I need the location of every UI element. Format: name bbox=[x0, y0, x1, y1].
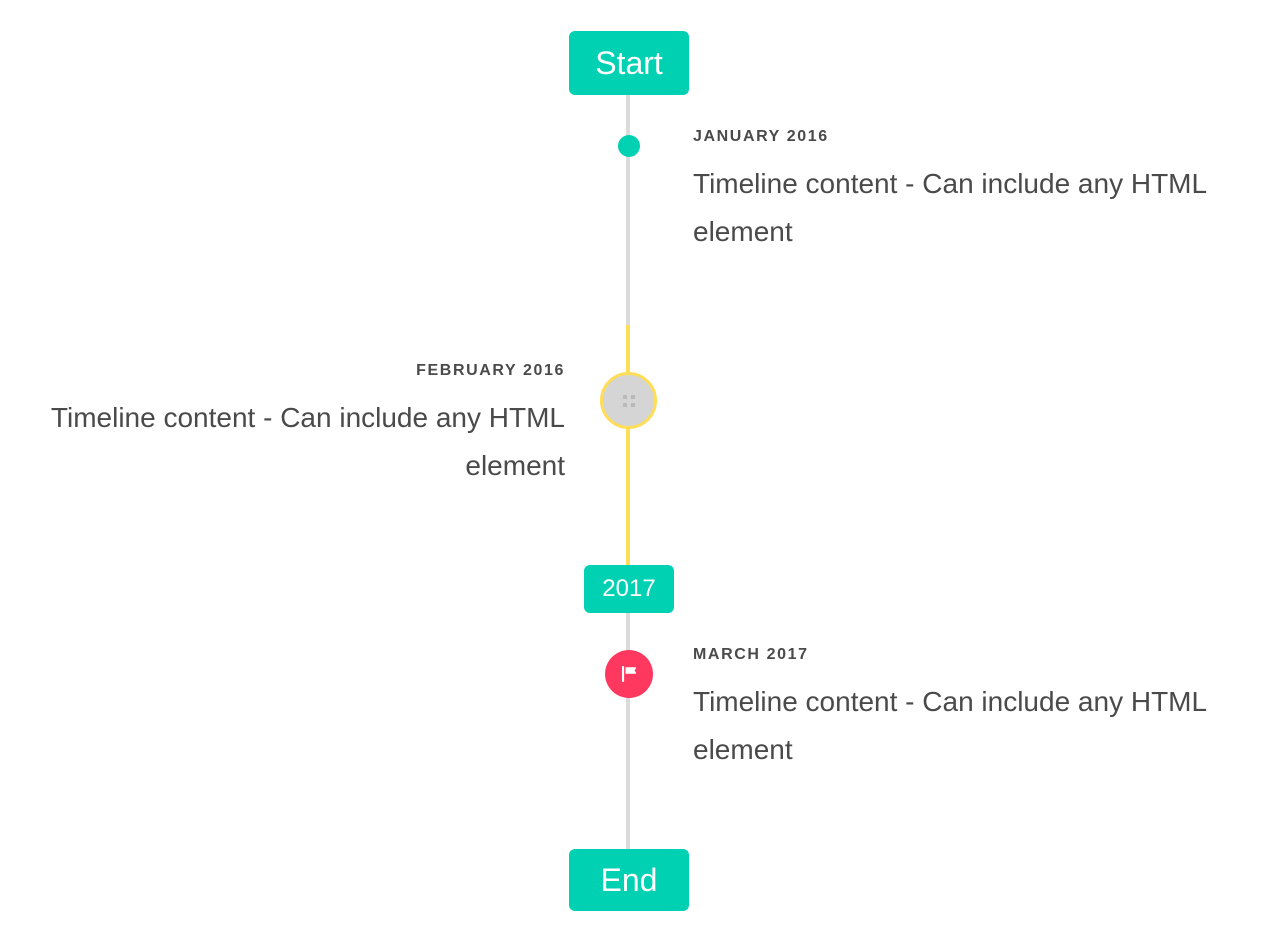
timeline-rail-segment-bottom bbox=[626, 613, 630, 853]
flag-glyph bbox=[621, 665, 637, 683]
timeline-item-text: Timeline content - Can include any HTML … bbox=[693, 167, 1207, 247]
timeline-item-content: FEBRUARY 2016 Timeline content - Can inc… bbox=[41, 362, 565, 490]
timeline-item-date: FEBRUARY 2016 bbox=[416, 362, 565, 379]
timeline-item-content: JANUARY 2016 Timeline content - Can incl… bbox=[693, 128, 1217, 256]
broken-image-icon[interactable] bbox=[600, 372, 657, 429]
timeline-rail-segment-highlighted bbox=[626, 325, 630, 565]
timeline-item-text: Timeline content - Can include any HTML … bbox=[693, 685, 1207, 765]
timeline-separator-2017[interactable]: 2017 bbox=[584, 565, 674, 613]
timeline-item-content: MARCH 2017 Timeline content - Can includ… bbox=[693, 646, 1217, 774]
timeline-item-text: Timeline content - Can include any HTML … bbox=[50, 401, 565, 481]
timeline-rail-segment-top bbox=[626, 95, 630, 325]
timeline-header-start[interactable]: Start bbox=[569, 31, 689, 95]
timeline-item-date: JANUARY 2016 bbox=[693, 128, 829, 145]
dot-marker[interactable] bbox=[618, 135, 640, 157]
broken-image-glyph bbox=[622, 394, 635, 407]
flag-icon[interactable] bbox=[605, 650, 653, 698]
timeline-footer-end[interactable]: End bbox=[569, 849, 689, 911]
timeline-item-date: MARCH 2017 bbox=[693, 646, 809, 663]
